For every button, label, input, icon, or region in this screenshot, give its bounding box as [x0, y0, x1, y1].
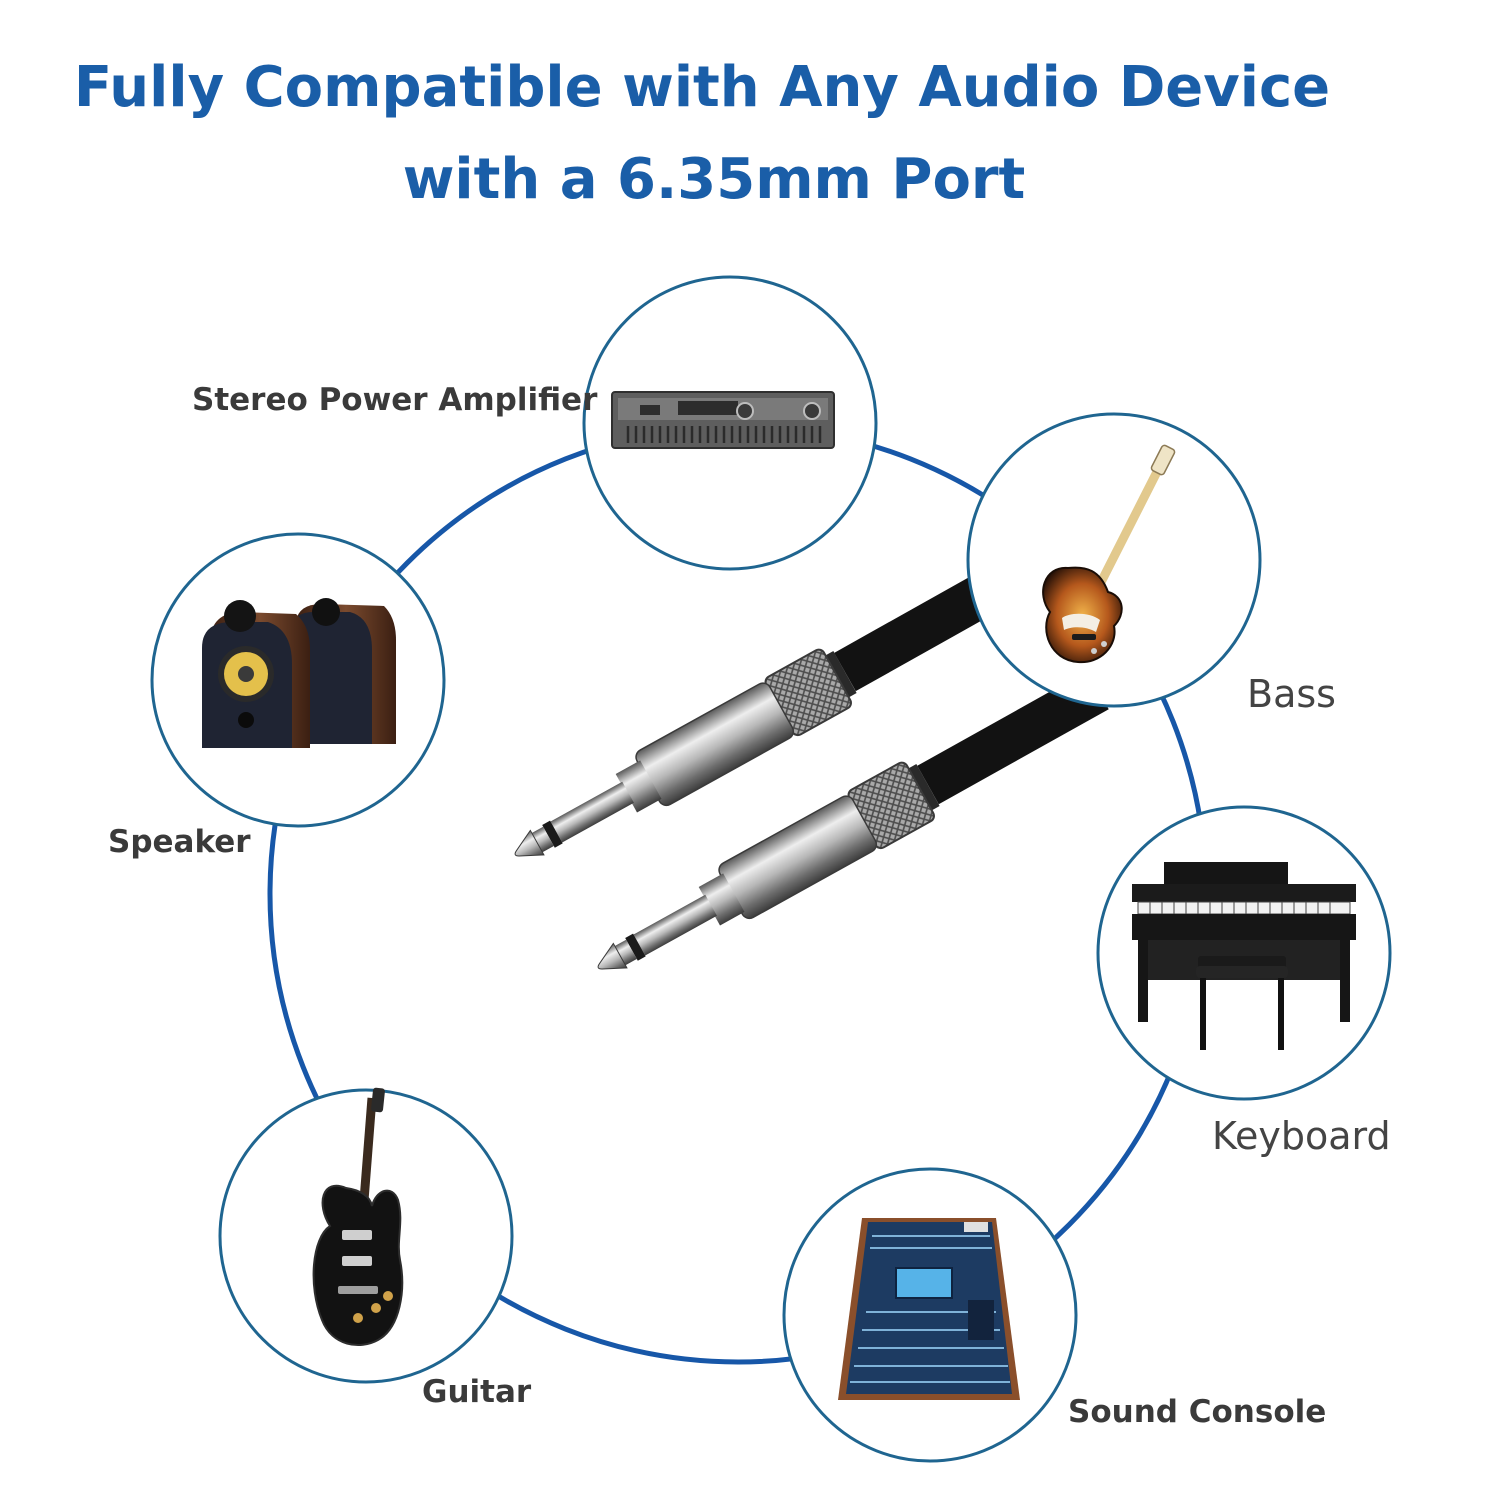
- bass-guitar-icon: [1042, 444, 1176, 664]
- amplifier-device: [582, 275, 878, 571]
- digital-piano-icon: [1132, 862, 1356, 1050]
- mixing-console-icon: [838, 1218, 1020, 1400]
- guitar-label: Guitar: [422, 1374, 532, 1410]
- electric-guitar-icon: [312, 1087, 404, 1347]
- keyboard-label: Keyboard: [1212, 1114, 1391, 1158]
- speaker-label: Speaker: [108, 824, 251, 860]
- speaker-device: [150, 532, 446, 828]
- guitar-device: [218, 1087, 514, 1384]
- keyboard-device: [1096, 805, 1392, 1101]
- bookshelf-speakers-icon: [202, 598, 396, 748]
- bass-device: [966, 412, 1262, 708]
- rack-amplifier-icon: [611, 391, 835, 449]
- console-label: Sound Console: [1068, 1394, 1327, 1430]
- jack-cable-icon: [514, 565, 1109, 970]
- bass-label: Bass: [1247, 672, 1336, 716]
- headline-line-1: Fully Compatible with Any Audio Device: [73, 55, 1331, 120]
- amplifier-label: Stereo Power Amplifier: [192, 382, 598, 418]
- headline-line-2: with a 6.35mm Port: [402, 147, 1026, 212]
- console-device: [782, 1167, 1078, 1463]
